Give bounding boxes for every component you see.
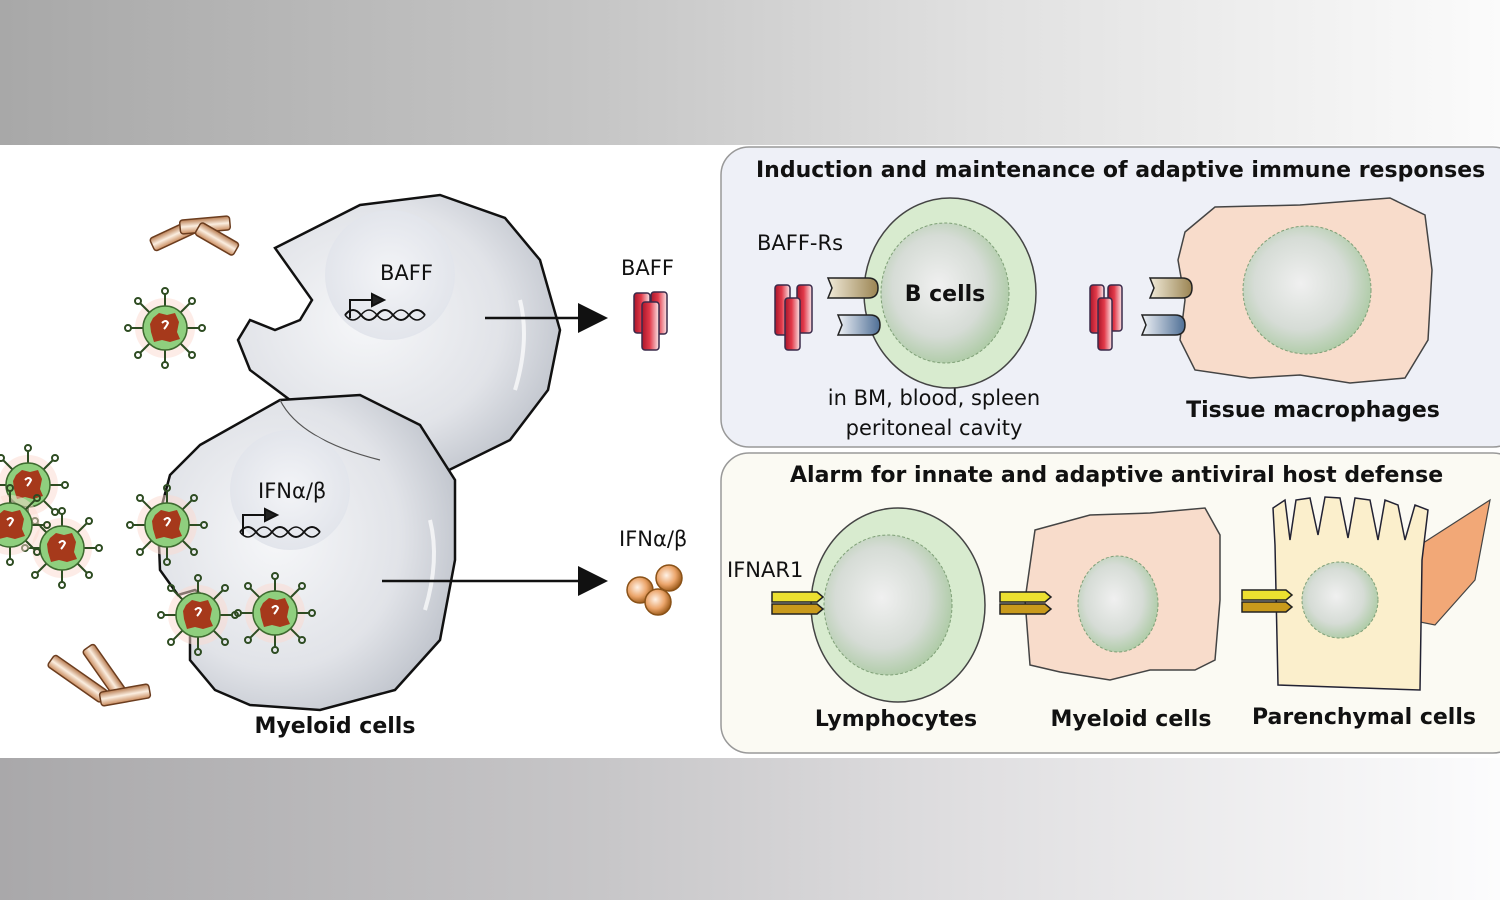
baff-product-label: BAFF: [621, 256, 674, 280]
ifnar-receptor-icons: [771, 589, 1294, 615]
virus-icon: [124, 287, 206, 369]
tissue-macrophage-cell: [1177, 197, 1433, 384]
baff-trimer-icon: [774, 284, 813, 351]
ifn-molecules-icon: [626, 564, 683, 616]
tissue-macrophages-label: Tissue macrophages: [1186, 398, 1440, 423]
upper-nucleus: [325, 210, 455, 340]
antiviral-defense-box: Alarm for innate and adaptive antiviral …: [720, 452, 1500, 754]
parenchymal-cell: [1272, 496, 1491, 691]
b-cells-label: B cells: [905, 282, 986, 307]
lymphocytes-label: Lymphocytes: [815, 707, 977, 732]
bacteria-icon-top: [149, 215, 240, 256]
figure-stage: BAFF IFNα/β BAFF IFNα/β Myeloid cells In…: [0, 145, 1500, 758]
myeloid-cells-label: Myeloid cells: [255, 714, 416, 739]
myeloid-cells-small-label: Myeloid cells: [1051, 707, 1212, 732]
baff-trimer-icon: [1089, 284, 1123, 351]
ifnar1-label: IFNAR1: [727, 558, 803, 582]
myeloid-cell-lower: [156, 393, 457, 712]
upper-nucleus-gene-label: BAFF: [380, 261, 433, 285]
b-cell-location-line1: in BM, blood, spleen: [828, 386, 1041, 410]
baff-receptor-label: BAFF-Rs: [757, 231, 843, 255]
baff-receptor-icons: [1140, 277, 1193, 336]
diagram-svg: BAFF IFNα/β BAFF IFNα/β Myeloid cells In…: [0, 146, 1500, 754]
b-cell: [863, 197, 1037, 389]
baff-gene-transcription-icon: [344, 292, 426, 321]
bottom-gray-band: [0, 758, 1500, 900]
lymphocyte-cell: [810, 507, 986, 703]
adaptive-box-title: Induction and maintenance of adaptive im…: [756, 158, 1485, 183]
adaptive-immune-box: Induction and maintenance of adaptive im…: [720, 146, 1500, 448]
antiviral-box-title: Alarm for innate and adaptive antiviral …: [790, 463, 1443, 488]
baff-receptor-icons: [826, 277, 881, 336]
ifn-product-label: IFNα/β: [619, 527, 687, 551]
parenchymal-cells-label: Parenchymal cells: [1252, 705, 1476, 730]
baff-trimer-icon: [633, 291, 668, 351]
bacteria-icon-bottom: [47, 643, 152, 707]
lower-nucleus-gene-label: IFNα/β: [258, 479, 326, 503]
b-cell-location-line2: peritoneal cavity: [846, 416, 1023, 440]
top-gray-band: [0, 0, 1500, 145]
lower-nucleus: [230, 430, 350, 550]
myeloid-cell-small: [1024, 507, 1221, 681]
ifn-gene-transcription-icon: [239, 507, 321, 538]
